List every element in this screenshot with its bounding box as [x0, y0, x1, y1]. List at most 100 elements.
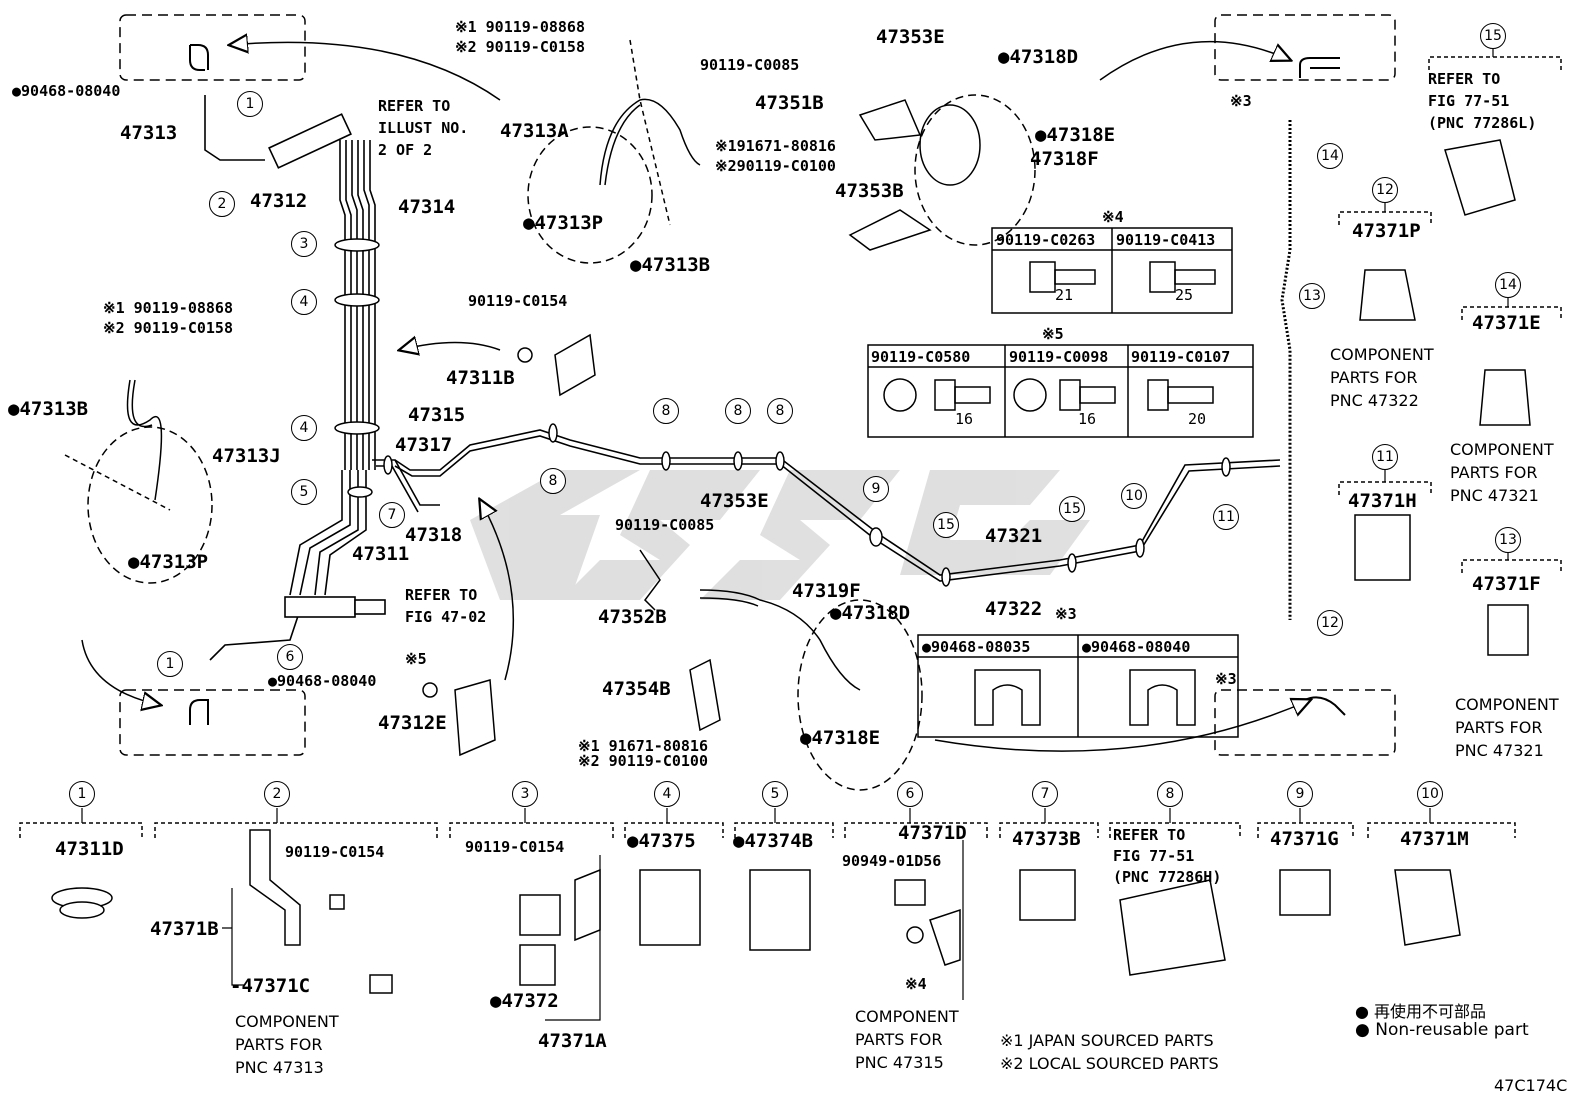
clamp-47375	[639, 869, 701, 946]
note-label: ※4	[1102, 208, 1124, 226]
bracket-47311b	[517, 333, 596, 397]
part-label: ●47318E	[1035, 124, 1116, 146]
part-label: 47311	[352, 543, 410, 565]
part-label: 47353E	[876, 26, 945, 48]
callout-8: 8	[725, 398, 751, 424]
callout-11: 11	[1372, 444, 1398, 470]
part-label: 47313	[120, 122, 178, 144]
callout-4: 4	[291, 289, 317, 315]
note-label: ※2 90119-C0158	[103, 319, 233, 337]
clamp-47371g	[1279, 869, 1331, 916]
part-label: ●47374B	[733, 830, 814, 852]
component-note: COMPONENT	[855, 1007, 959, 1026]
callout-10: 10	[1417, 781, 1443, 807]
callout-7: 7	[379, 502, 405, 528]
component-note: PARTS FOR	[1450, 463, 1538, 482]
clip-47371h	[1354, 514, 1411, 581]
legend-nonreusable-en: ● Non-reusable part	[1355, 1020, 1529, 1040]
table-header: ●90468-08040	[1082, 638, 1191, 656]
note-label: REFER TO	[378, 97, 451, 115]
clip-table-x3	[917, 634, 1239, 738]
note-label: REFER TO	[405, 586, 478, 604]
callout-4: 4	[291, 415, 317, 441]
refer-note: (PNC 77286H)	[1113, 868, 1222, 886]
bracket-47371d	[894, 879, 926, 906]
part-label: 90119-C0154	[285, 843, 385, 861]
part-label: 47313A	[500, 120, 569, 142]
bottom-part-shapes	[51, 139, 1531, 994]
clamp-77286h	[1119, 879, 1226, 976]
bolt-90119-c0154-b2	[329, 894, 345, 910]
part-label: ●47313P	[523, 212, 604, 234]
dimension: 16	[955, 410, 974, 428]
refer-note: (PNC 77286L)	[1428, 114, 1537, 132]
detail-box-top-left	[119, 14, 306, 81]
callout-1: 1	[69, 781, 95, 807]
part-label: ●90468-08040	[268, 672, 377, 690]
part-label: ●47313B	[8, 398, 89, 420]
note-label: ※3	[1055, 605, 1077, 623]
callout-9: 9	[863, 476, 889, 502]
callout-6: 6	[277, 644, 303, 670]
part-label: 47318	[405, 524, 463, 546]
callout-3: 3	[512, 781, 538, 807]
detail-box-bottom-left	[119, 689, 306, 756]
note-label: ※5	[1042, 325, 1064, 343]
watermark-logo	[470, 470, 1090, 600]
note-label: ※1 90119-08868	[455, 18, 585, 36]
callout-2: 2	[264, 781, 290, 807]
table-header: 90119-C0098	[1009, 348, 1109, 366]
component-note: PNC 47315	[855, 1053, 944, 1072]
legend-nonreusable-jp: ● 再使用不可部品	[1355, 1002, 1487, 1021]
clip-47372	[519, 944, 556, 986]
callout-4: 4	[654, 781, 680, 807]
callout-1: 1	[237, 91, 263, 117]
part-label: 47371F	[1472, 573, 1541, 595]
callout-8: 8	[767, 398, 793, 424]
brake-tube-bundle	[204, 95, 1292, 661]
part-label: 47371P	[1352, 220, 1421, 242]
callout-8: 8	[1157, 781, 1183, 807]
part-label: 90949-01D56	[842, 852, 942, 870]
part-label: ●47318D	[830, 602, 911, 624]
refer-note: REFER TO	[1113, 826, 1186, 844]
hose-47318f	[848, 94, 1036, 251]
dimension: 25	[1175, 286, 1194, 304]
callout-1: 1	[157, 651, 183, 677]
callout-13: 13	[1299, 283, 1325, 309]
part-label: 47322	[985, 598, 1043, 620]
component-note: COMPONENT	[1330, 345, 1434, 364]
part-label: 47353E	[700, 490, 769, 512]
table-header: 90119-C0580	[871, 348, 971, 366]
part-label: 47312	[250, 190, 308, 212]
callout-15: 15	[1059, 496, 1085, 522]
part-label: -47371C	[230, 975, 311, 997]
part-label: 47354B	[602, 678, 671, 700]
callout-8: 8	[653, 398, 679, 424]
tube-clamps	[334, 238, 1231, 587]
part-label: 47371M	[1400, 828, 1469, 850]
clip-47371p	[1359, 269, 1416, 321]
callout-14: 14	[1317, 143, 1343, 169]
part-label: ●47313B	[630, 254, 711, 276]
clamp-47373b	[1019, 869, 1076, 921]
detail-box-top-right	[1214, 14, 1396, 81]
callout-9: 9	[1287, 781, 1313, 807]
callout-8: 8	[540, 468, 566, 494]
table-header: 90119-C0413	[1116, 231, 1216, 249]
refer-note: FIG 77-51	[1113, 847, 1195, 865]
callout-12: 12	[1372, 177, 1398, 203]
part-label: 90119-C0154	[465, 838, 565, 856]
part-label: ●47313P	[128, 551, 209, 573]
note-label: ILLUST NO.	[378, 119, 469, 137]
note-label: ※4	[905, 975, 927, 993]
hose-47313j	[64, 379, 213, 584]
component-note: PNC 47322	[1330, 391, 1419, 410]
part-label: 47312E	[378, 712, 447, 734]
part-label: ●90468-08040	[12, 82, 121, 100]
part-label: 90119-C0085	[615, 516, 715, 534]
note-label: 2 OF 2	[378, 141, 433, 159]
part-label: 47371E	[1472, 312, 1541, 334]
part-label: 90119-C0085	[700, 56, 800, 74]
note-label: ※191671-80816	[715, 137, 836, 155]
